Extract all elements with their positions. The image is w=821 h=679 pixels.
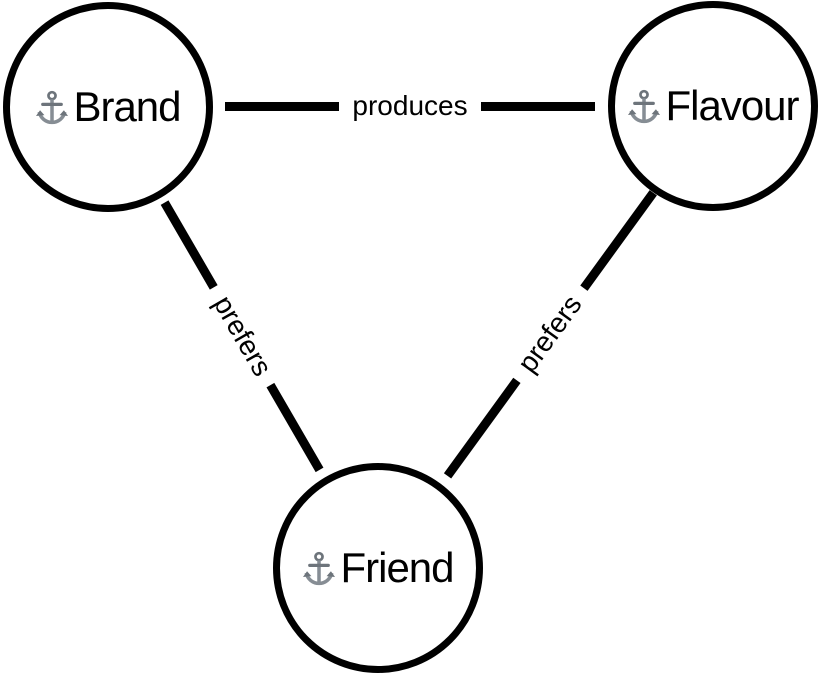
- node-flavour: Flavour: [608, 1, 818, 211]
- edge-line-segment: [225, 101, 340, 111]
- node-friend: Friend: [273, 463, 483, 673]
- anchor-icon: [302, 551, 336, 589]
- node-flavour-label: Flavour: [665, 82, 799, 129]
- anchor-icon: [35, 90, 69, 128]
- edge-flavour-friend: prefers: [429, 179, 670, 488]
- edge-line-segment: [161, 200, 219, 290]
- node-brand-label: Brand: [73, 83, 181, 130]
- edge-line-segment: [266, 382, 324, 472]
- edge-line-segment: [579, 189, 657, 291]
- edge-line-segment: [443, 377, 521, 479]
- edge-label-prefers-left: prefers: [207, 290, 279, 382]
- anchor-icon: [627, 89, 661, 127]
- edge-line-segment: [480, 101, 595, 111]
- edge-brand-friend: prefers: [146, 191, 339, 480]
- edge-label-produces: produces: [352, 90, 468, 121]
- node-friend-label: Friend: [340, 544, 454, 591]
- node-brand: Brand: [3, 2, 213, 212]
- edge-label-prefers-right: prefers: [511, 289, 588, 379]
- edge-brand-flavour: produces: [225, 84, 595, 128]
